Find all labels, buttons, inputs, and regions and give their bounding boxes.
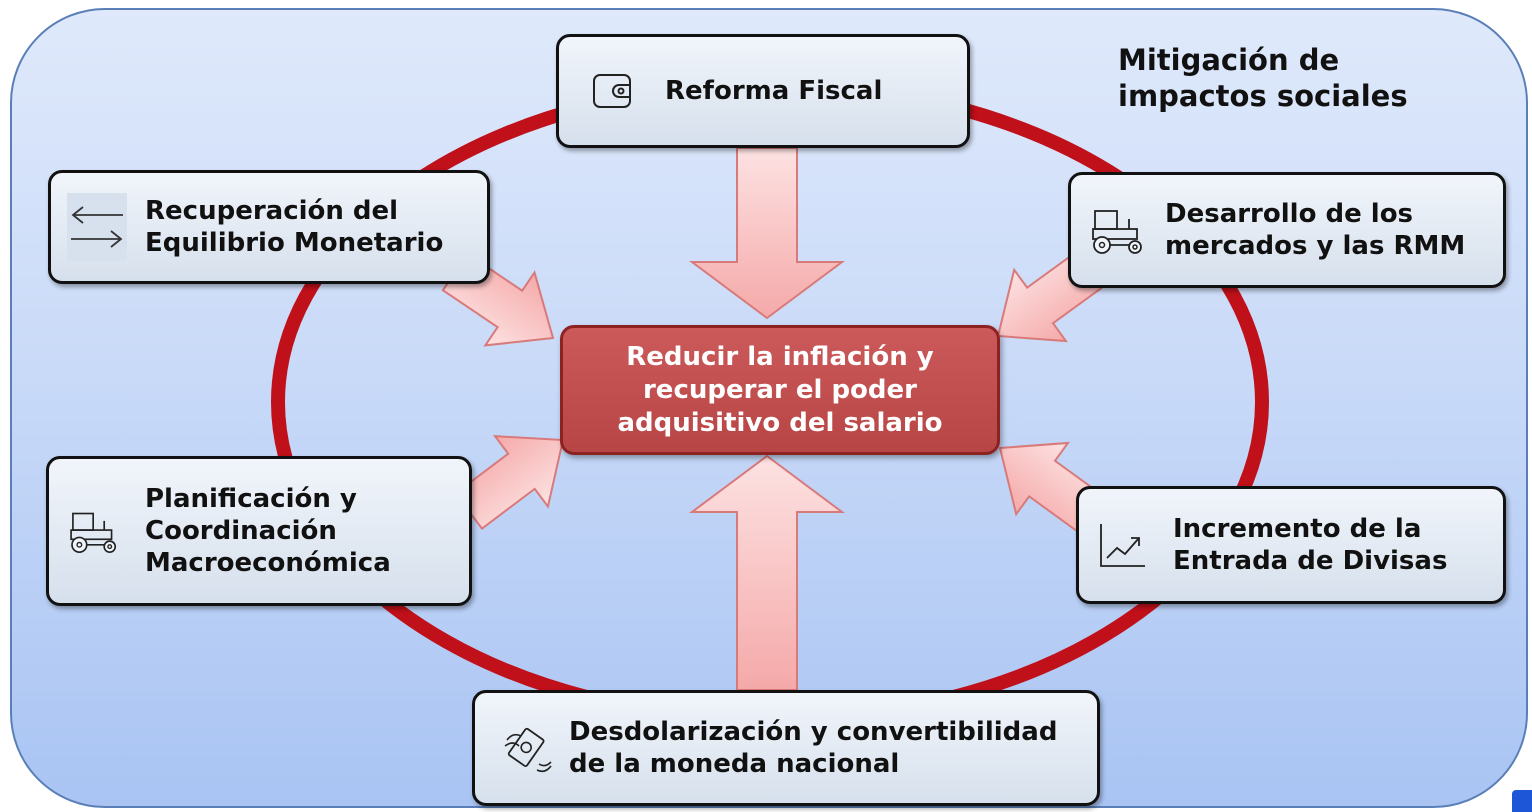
desarrollo-mercados-label: Desarrollo de los mercados y las RMM — [1165, 199, 1466, 261]
tractor-icon — [1087, 205, 1151, 255]
reforma-fiscal-label: Reforma Fiscal — [665, 76, 883, 106]
desarrollo-mercados-box: Desarrollo de los mercados y las RMM — [1068, 172, 1506, 288]
tractor-icon — [65, 508, 125, 554]
desdolarizacion-box: Desdolarización y convertibilidad de la … — [472, 690, 1100, 806]
wallet-icon — [591, 69, 635, 113]
entrada-divisas-label: Incremento de la Entrada de Divisas — [1173, 514, 1448, 576]
desdolarizacion-label: Desdolarización y convertibilidad de la … — [569, 717, 1058, 779]
corner-title: Mitigación de impactos sociales — [1118, 43, 1408, 113]
flying-money-icon — [499, 718, 555, 778]
central-goal-box: Reducir la inflación y recuperar el pode… — [560, 325, 1000, 455]
equilibrio-monetario-box: Recuperación del Equilibrio Monetario — [48, 170, 490, 284]
central-goal-label: Reducir la inflación y recuperar el pode… — [617, 341, 943, 438]
planificacion-box: Planificación y Coordinación Macroeconóm… — [46, 456, 472, 606]
exchange-arrows-icon — [67, 193, 127, 261]
reforma-fiscal-box: Reforma Fiscal — [556, 34, 970, 148]
entrada-divisas-box: Incremento de la Entrada de Divisas — [1076, 486, 1506, 604]
planificacion-label: Planificación y Coordinación Macroeconóm… — [145, 484, 391, 578]
arrow-from-top — [688, 147, 846, 320]
equilibrio-monetario-label: Recuperación del Equilibrio Monetario — [145, 196, 444, 258]
arrow-from-bottom — [688, 454, 846, 691]
growth-chart-icon — [1097, 520, 1147, 570]
corner-tab — [1512, 790, 1532, 812]
